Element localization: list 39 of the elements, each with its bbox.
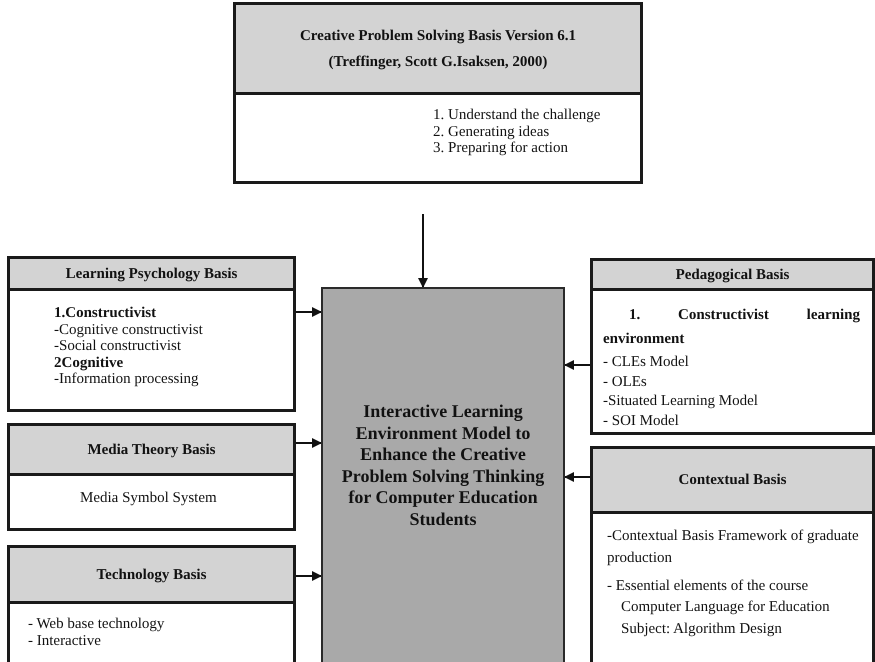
box-title: Technology Basis — [96, 566, 206, 584]
list-item: 2Cognitive — [54, 354, 124, 371]
list-item: -Social constructivist — [54, 338, 182, 354]
box-title: Creative Problem Solving Basis Version 6.1 — [300, 26, 576, 44]
list-item: 1.Constructivist — [54, 305, 156, 322]
arrow — [418, 214, 428, 288]
box-title: Learning Psychology Basis — [66, 264, 238, 282]
list-item: -Information processing — [54, 371, 199, 388]
basis-box — [7, 423, 296, 531]
list-item: - CLEs Model — [603, 354, 690, 370]
box-title: (Treffinger, Scott G.Isaksen, 2000) — [328, 52, 548, 70]
list-item: 2. Generating ideas — [433, 124, 550, 140]
list-item: -Contextual Basis Framework of graduate production — [607, 527, 860, 568]
basis-box — [233, 2, 643, 184]
list-item: 1. Understand the challenge — [433, 107, 600, 124]
list-item: - Interactive — [28, 632, 101, 649]
box-title: Media Theory Basis — [87, 440, 216, 458]
list-item: - OLEs — [603, 374, 648, 390]
basis-box — [7, 256, 296, 412]
arrow — [296, 438, 322, 448]
model-box — [321, 287, 565, 662]
arrow — [564, 472, 590, 482]
list-item: 3. Preparing for action — [433, 140, 568, 156]
list-item: - SOI Model — [603, 412, 680, 429]
box-title: Contextual Basis — [678, 471, 786, 489]
arrow — [564, 360, 590, 370]
box-title: Pedagogical Basis — [676, 266, 790, 284]
arrow — [296, 307, 322, 317]
basis-box — [7, 545, 296, 662]
list-item: - Essential elements of the course Computer Language for Education Subject: Algorithm Design — [607, 576, 831, 639]
list-item: -Situated Learning Model — [603, 393, 759, 410]
list-item: Media Symbol System — [80, 490, 217, 506]
basis-box — [590, 258, 875, 435]
model-title: Interactive Learning Environment Model to Enhance the Creative Problem Solving Thinking for Computer Education Students — [340, 401, 546, 531]
list-item: - Web base technology — [28, 616, 164, 632]
basis-box — [590, 446, 875, 662]
list-item: -Cognitive constructivist — [54, 322, 203, 338]
arrow — [296, 571, 322, 581]
list-item: 1. Constructivist learning environment — [603, 306, 860, 349]
